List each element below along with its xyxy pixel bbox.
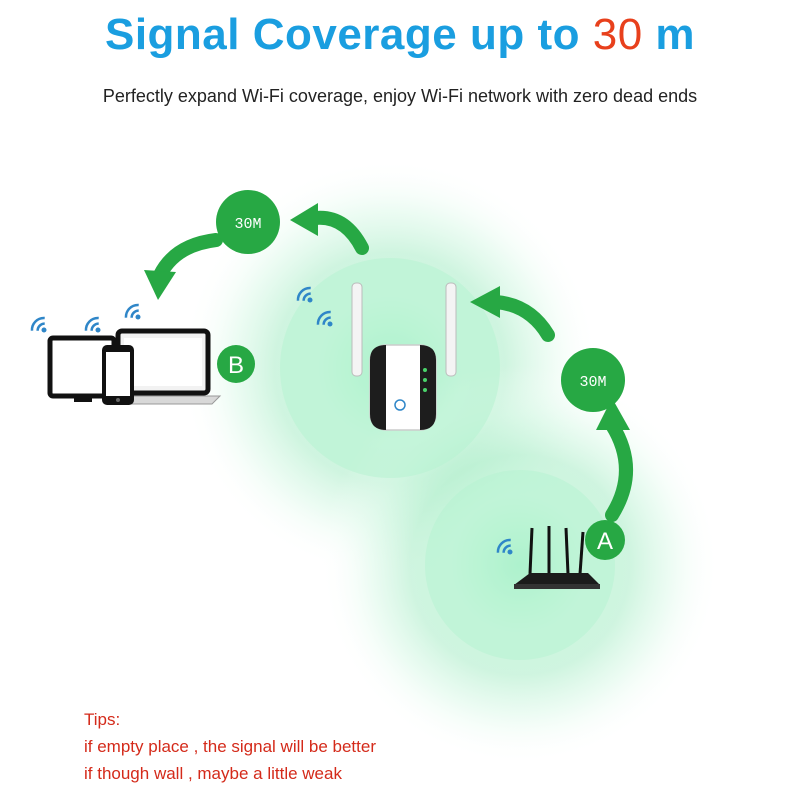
arrow-repeater-to-marker-head bbox=[290, 203, 318, 236]
tips-line-2: if though wall , maybe a little weak bbox=[84, 764, 342, 783]
router-badge-letter: A bbox=[597, 528, 613, 555]
arrow-marker-to-devices-head bbox=[144, 270, 176, 300]
phone-icon bbox=[102, 345, 134, 405]
wifi-icon-devices-mid bbox=[84, 316, 101, 333]
distance-marker-1 bbox=[216, 190, 280, 254]
wifi-icon-router bbox=[496, 538, 513, 555]
wifi-icon-devices-right bbox=[124, 303, 141, 320]
distance-label-2: 30M bbox=[579, 374, 606, 391]
arrow-marker-to-devices bbox=[153, 233, 223, 282]
router-device-icon bbox=[514, 526, 600, 589]
arrow-marker-to-repeater bbox=[489, 295, 555, 342]
wifi-icon-repeater-upper bbox=[296, 286, 313, 303]
distance-marker-2 bbox=[561, 348, 625, 412]
tips-heading: Tips: bbox=[84, 710, 121, 729]
page-subtitle: Perfectly expand Wi-Fi coverage, enjoy W… bbox=[102, 86, 698, 106]
arrow-router-to-marker bbox=[605, 418, 633, 522]
distance-label-1: 30M bbox=[234, 216, 261, 233]
tips-line-1: if empty place , the signal will be bett… bbox=[84, 737, 376, 756]
wifi-icon-repeater-lower bbox=[316, 310, 333, 327]
router-inner-ring bbox=[425, 470, 615, 660]
arrow-repeater-to-marker bbox=[308, 210, 369, 255]
arrow-marker-to-repeater-head bbox=[470, 286, 500, 318]
title-main: Signal Coverage up to bbox=[104, 10, 580, 59]
title-number: 30 bbox=[592, 10, 643, 59]
laptop-icon bbox=[102, 328, 222, 405]
router-badge bbox=[585, 520, 625, 560]
repeater-badge bbox=[217, 345, 255, 383]
repeater-device-icon bbox=[351, 282, 457, 431]
wifi-icon-devices-left bbox=[30, 316, 47, 333]
page-title: Signal Coverage up to 30 m bbox=[0, 10, 800, 60]
repeater-badge-letter: B bbox=[228, 352, 244, 379]
arrow-router-to-marker-head bbox=[596, 398, 630, 430]
title-unit: m bbox=[655, 10, 696, 59]
tips-box: Tips: if empty place , the signal will b… bbox=[84, 706, 376, 787]
